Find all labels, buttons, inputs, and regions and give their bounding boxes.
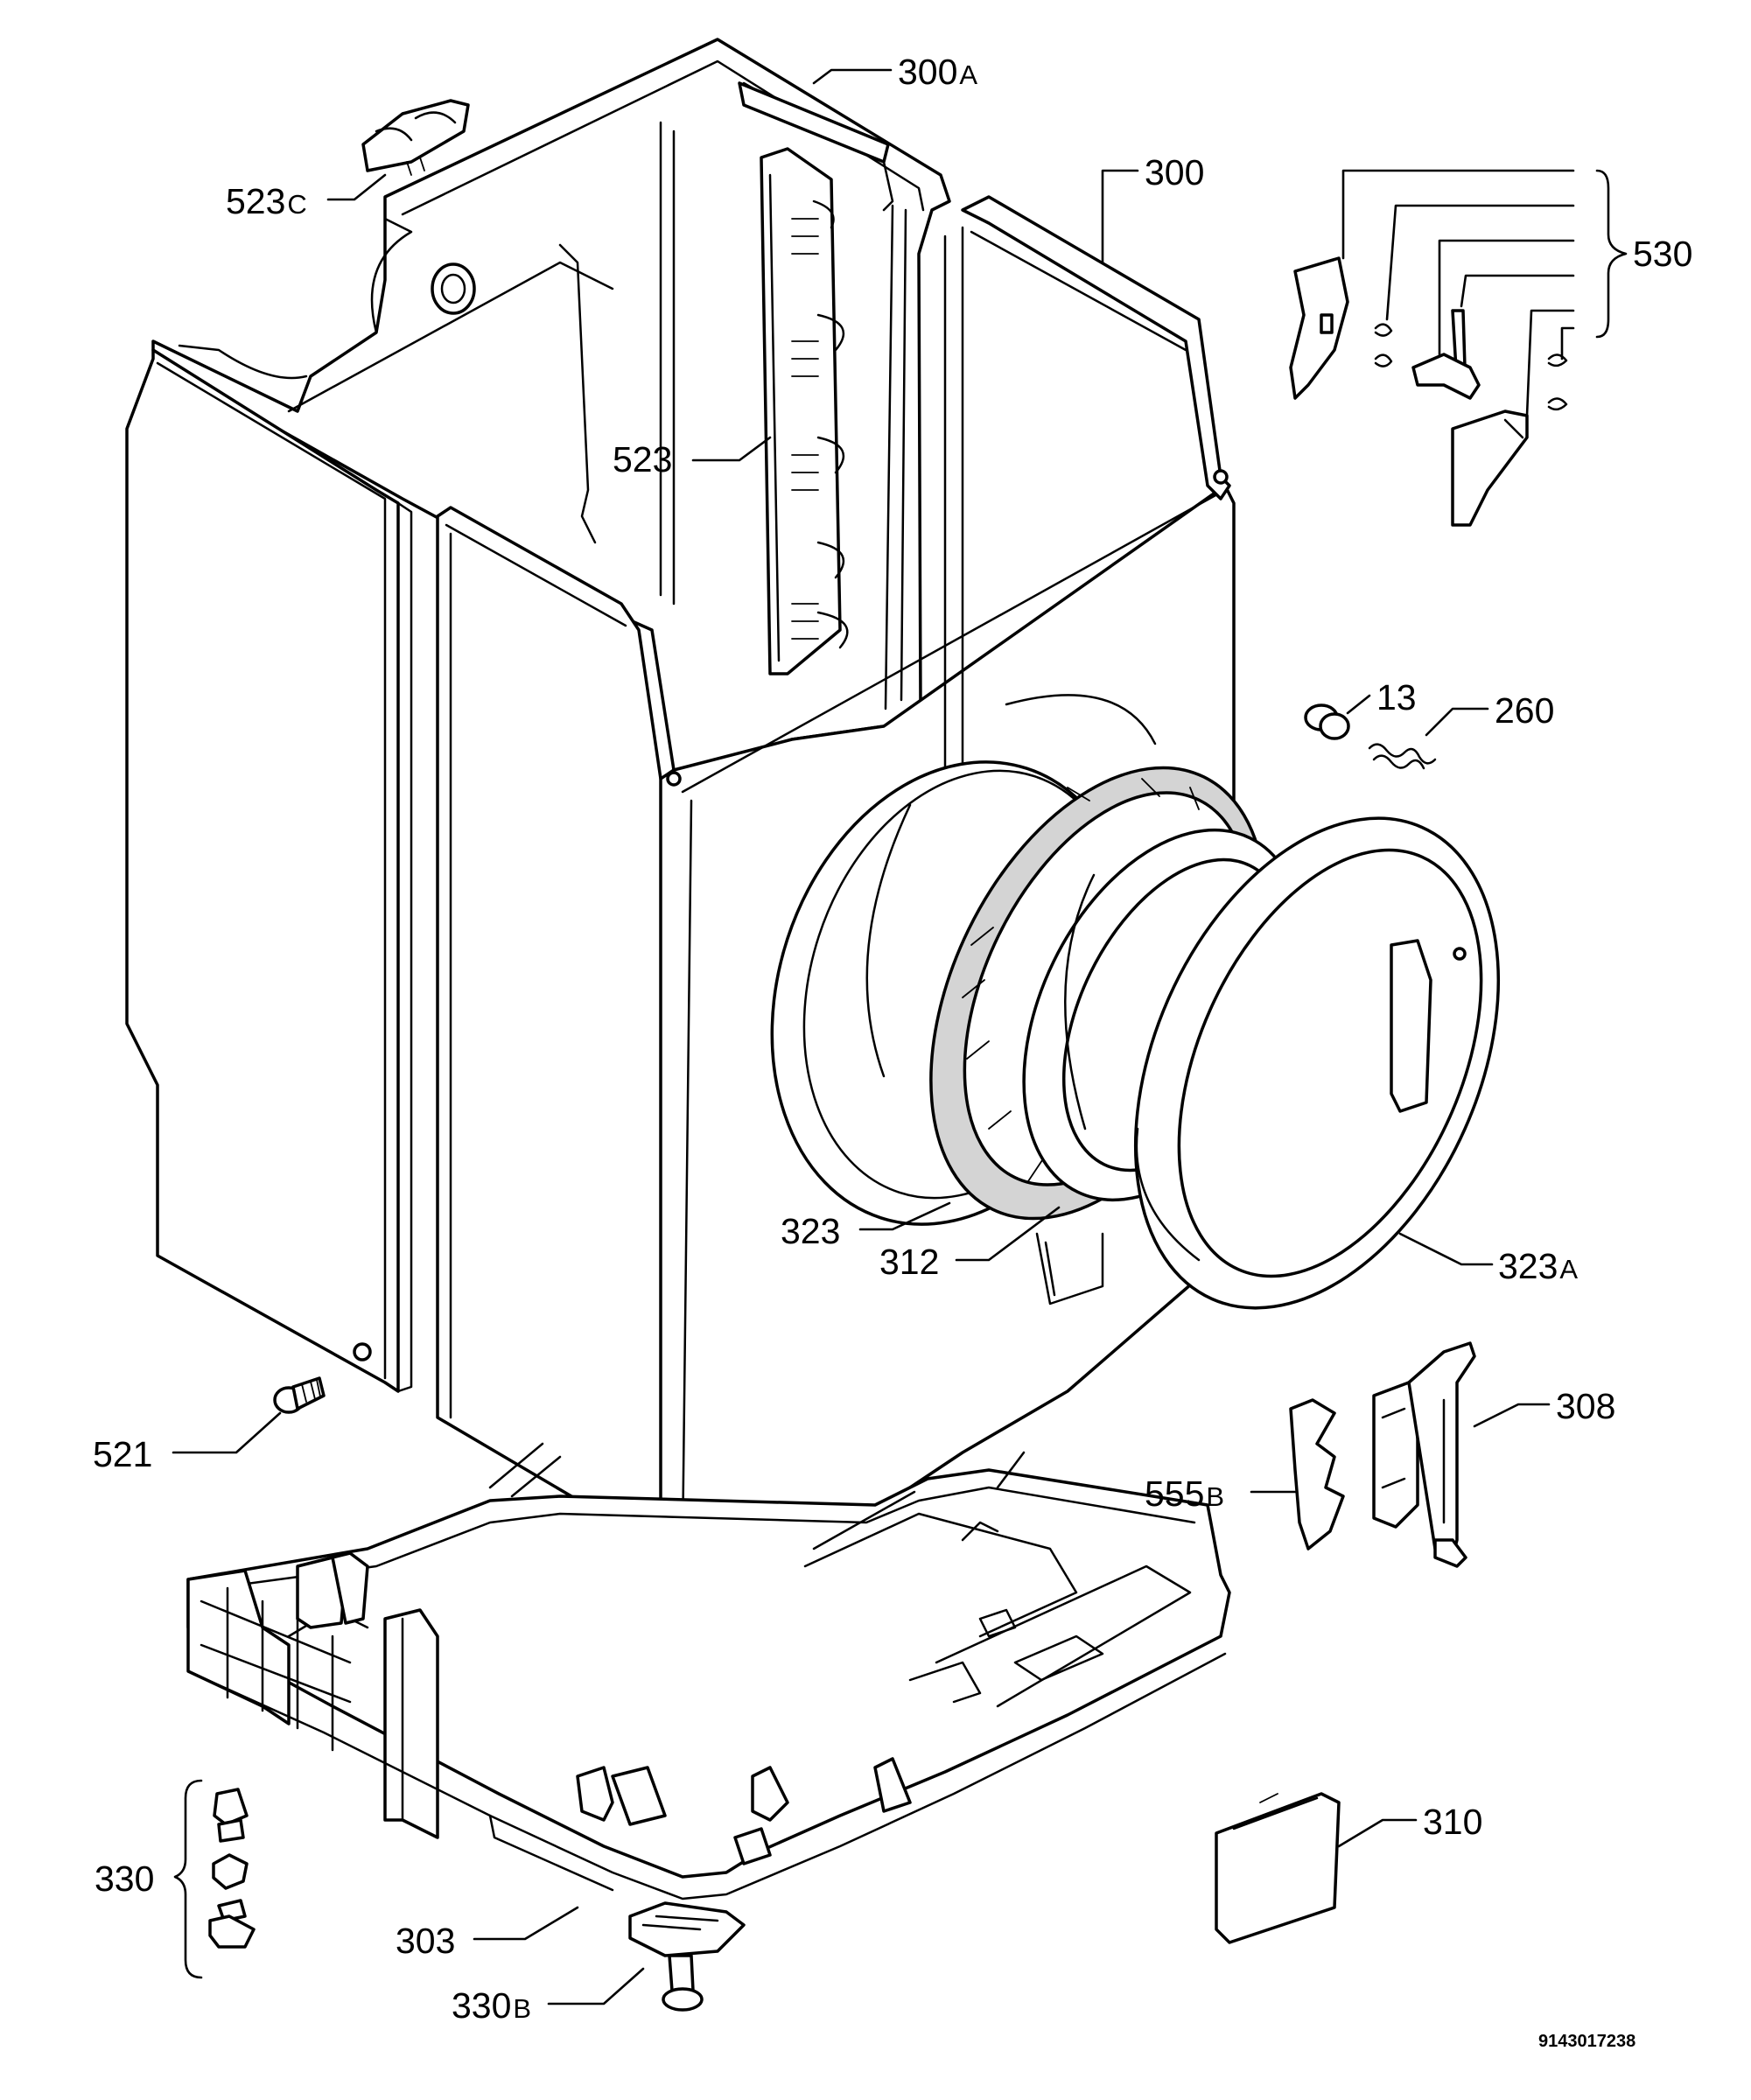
- label-323a: 323A: [1498, 1249, 1578, 1284]
- side-panel: [125, 348, 413, 1393]
- label-323-number: 323: [781, 1211, 841, 1251]
- door: [1133, 816, 1501, 1310]
- cross-brace: [760, 147, 849, 676]
- plug-cap: [1304, 704, 1350, 740]
- door-hinge: [1372, 1341, 1476, 1568]
- label-523c-number: 523: [226, 181, 286, 221]
- label-521: 521: [93, 1437, 152, 1473]
- label-312-number: 312: [879, 1242, 940, 1282]
- label-523-number: 523: [613, 439, 673, 480]
- label-330b-number: 330: [452, 1985, 512, 2026]
- label-260: 260: [1495, 693, 1554, 729]
- label-323a-number: 323: [1498, 1246, 1558, 1286]
- cabinet-frame: [151, 38, 951, 780]
- label-523c: 523C: [226, 184, 307, 220]
- label-13-number: 13: [1376, 677, 1417, 718]
- label-530-number: 530: [1633, 234, 1693, 274]
- label-523c-suffix: C: [287, 189, 307, 220]
- label-323a-suffix: A: [1559, 1254, 1579, 1284]
- label-300a-number: 300: [898, 52, 958, 92]
- label-521-number: 521: [93, 1434, 153, 1474]
- fixing-kit: [208, 1788, 256, 1949]
- label-555b: 555B: [1145, 1476, 1224, 1512]
- label-310: 310: [1423, 1804, 1482, 1840]
- label-330b: 330B: [452, 1988, 531, 2024]
- label-300a-suffix: A: [959, 60, 978, 90]
- label-300-number: 300: [1145, 152, 1205, 192]
- label-323: 323: [781, 1214, 840, 1250]
- label-523: 523: [613, 442, 672, 478]
- label-303-number: 303: [396, 1921, 456, 1961]
- door-lock-kit: [1289, 256, 1568, 527]
- label-555b-number: 555: [1145, 1474, 1205, 1514]
- service-hatch: [1215, 1792, 1341, 1944]
- label-300a: 300A: [898, 54, 977, 90]
- label-303: 303: [396, 1923, 455, 1959]
- label-530: 530: [1633, 236, 1692, 272]
- label-312: 312: [879, 1244, 939, 1280]
- label-308: 308: [1556, 1389, 1615, 1424]
- diagram-reference-code: 9143017238: [1538, 2032, 1636, 2051]
- label-300: 300: [1145, 155, 1204, 191]
- label-330b-suffix: B: [513, 1993, 532, 2024]
- hinge-cover: [1289, 1398, 1345, 1550]
- label-330-number: 330: [95, 1858, 155, 1899]
- label-13: 13: [1376, 680, 1417, 716]
- label-555b-suffix: B: [1206, 1481, 1225, 1512]
- label-260-number: 260: [1495, 690, 1555, 731]
- label-330: 330: [95, 1861, 154, 1897]
- label-308-number: 308: [1556, 1386, 1616, 1426]
- label-310-number: 310: [1423, 1802, 1483, 1842]
- base-frame: [186, 1442, 1231, 2012]
- cable-clip: [361, 99, 470, 176]
- leader-lines: [172, 68, 1628, 2006]
- spring: [1368, 743, 1437, 770]
- screw: [273, 1376, 326, 1414]
- front-panel: [436, 195, 1236, 1550]
